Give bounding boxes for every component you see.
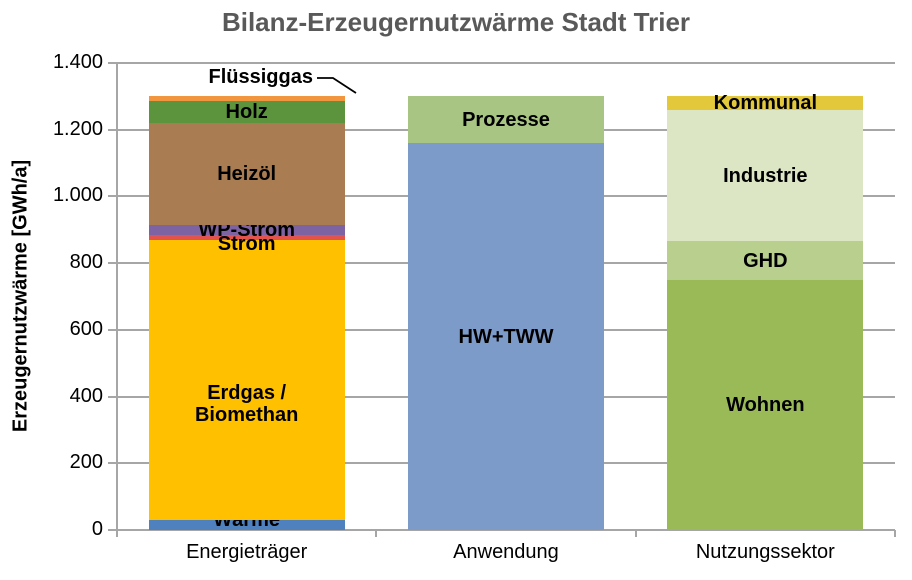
x-tick-mark <box>116 530 118 537</box>
y-tick-label: 1.200 <box>52 117 103 140</box>
category-label-energietr-ger: Energieträger <box>186 541 308 563</box>
segment-label-wohnen: Wohnen <box>726 393 805 416</box>
category-label-nutzungssektor: Nutzungssektor <box>695 541 835 563</box>
y-tick-mark <box>108 128 117 131</box>
y-tick-label: 0 <box>91 518 103 540</box>
chart-title: Bilanz-Erzeugernutzwärme Stadt Trier <box>221 7 691 37</box>
bar-segment-kommunal <box>667 96 864 110</box>
bar-segment-strom <box>148 234 345 240</box>
x-tick-mark <box>894 530 896 537</box>
x-tick-mark <box>634 530 637 537</box>
y-axis-line <box>116 63 118 537</box>
segment-label-hw-tww: HW+TWW <box>458 325 554 348</box>
y-tick-label: 200 <box>69 451 103 474</box>
gridline <box>117 529 895 531</box>
x-tick-mark <box>375 530 378 537</box>
y-tick-mark <box>108 395 117 398</box>
y-tick-label: 1.400 <box>52 51 103 73</box>
bar-segment-fl-ssiggas <box>148 96 345 102</box>
bar-segment-wp-strom <box>148 224 345 235</box>
bar-segment-ghd <box>667 241 864 280</box>
gridline <box>117 62 895 64</box>
y-tick-mark <box>108 328 117 331</box>
bar-segment-holz <box>148 101 345 124</box>
y-tick-mark <box>108 62 117 64</box>
y-tick-mark <box>108 529 117 531</box>
bar-segment-wohnen <box>667 279 864 530</box>
y-tick-mark <box>108 195 117 198</box>
segment-label-heiz-l: Heizöl <box>217 162 277 185</box>
segment-label-holz: Holz <box>225 101 268 124</box>
segment-label-erdgas-biomethan: Erdgas / Biomethan <box>194 381 299 426</box>
bar-segment-heiz-l <box>148 123 345 225</box>
callout-label-fluessiggas: Flüssiggas <box>208 66 313 88</box>
category-label-anwendung: Anwendung <box>453 541 559 563</box>
y-tick-label: 400 <box>69 384 103 407</box>
y-tick-label: 1.000 <box>52 184 103 207</box>
y-tick-mark <box>108 462 117 465</box>
segment-label-prozesse: Prozesse <box>462 108 550 131</box>
y-tick-mark <box>108 262 117 265</box>
segment-label-industrie: Industrie <box>723 164 808 187</box>
y-tick-label: 600 <box>69 317 103 340</box>
bar-segment-prozesse <box>408 96 604 144</box>
segment-label-ghd: GHD <box>743 249 788 272</box>
bar-segment-industrie <box>667 109 864 242</box>
segment-label-strom: Strom <box>217 233 276 256</box>
bar-segment-w-rme <box>148 519 345 530</box>
bar-segment-hw-tww <box>408 143 604 530</box>
bar-segment-erdgas-biomethan <box>148 239 345 520</box>
y-tick-label: 800 <box>69 251 103 274</box>
segment-label-kommunal: Kommunal <box>713 92 817 115</box>
